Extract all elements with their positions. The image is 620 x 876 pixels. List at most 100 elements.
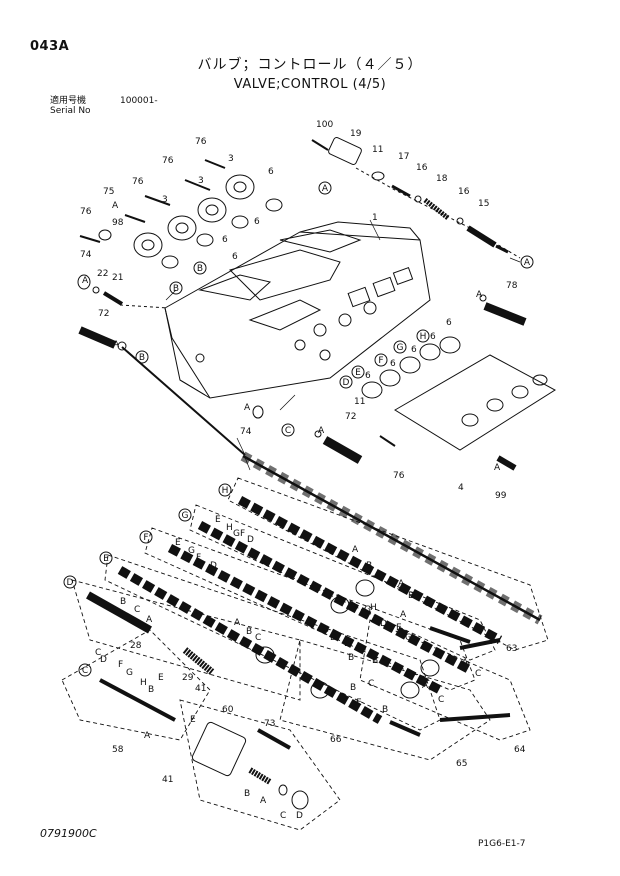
label-a-74: A [82, 276, 89, 286]
label-16b: 16 [458, 187, 470, 197]
label-6h: 6 [390, 359, 396, 369]
label-76f: 76 [393, 471, 405, 481]
label-72b: 72 [345, 412, 356, 422]
label-63: 63 [506, 644, 517, 654]
circle-letter-g-mid: G [397, 343, 404, 353]
label-e-e3: E [356, 698, 362, 708]
label-h-e5: H [370, 603, 377, 613]
label-28: 28 [130, 641, 142, 651]
label-18: 18 [436, 174, 448, 184]
label-76d: 76 [80, 207, 92, 217]
label-c-64: C [475, 669, 481, 679]
left-small-parts [77, 274, 169, 351]
label-e-60: E [190, 715, 196, 725]
spool-assemblies [86, 451, 543, 810]
label-6e: 6 [446, 318, 452, 328]
label-15: 15 [478, 199, 489, 209]
label-1: 1 [372, 213, 378, 223]
label-c-e5: C [405, 633, 411, 643]
label-d-60: D [296, 811, 303, 821]
label-6i: 6 [365, 371, 371, 381]
label-b-d: B [120, 597, 126, 607]
label-f-c: F [118, 660, 123, 670]
label-a-72: A [113, 340, 120, 350]
label-e-c: E [158, 673, 164, 683]
right-side-parts [252, 294, 556, 471]
circle-letter-e-mid: E [355, 368, 361, 378]
label-a-75: A [112, 201, 119, 211]
label-g-f: G [188, 546, 195, 556]
label-a-64: A [462, 658, 469, 668]
footer-drawing-code: 0791900C [40, 827, 97, 840]
label-f-f: F [196, 553, 201, 563]
circle-letter-b-mid: B [173, 284, 179, 294]
label-4: 4 [458, 483, 464, 493]
label-b-h1: B [366, 561, 372, 571]
label-74b: 74 [240, 427, 252, 437]
label-98: 98 [112, 218, 124, 228]
label-a-e1: A [234, 618, 241, 628]
serial-label-english: Serial No [50, 106, 91, 116]
label-3b: 3 [198, 176, 204, 186]
label-78: 78 [506, 281, 518, 291]
label-6d: 6 [232, 252, 238, 262]
label-c-c: C [95, 648, 101, 658]
part-number-labels: 100 19 11 17 16 18 16 15 76 3 76 3 6 76 … [80, 120, 526, 821]
label-d-c: D [100, 655, 107, 665]
circle-letter-c-mid: C [285, 426, 291, 436]
circle-letter-c-spool: C [82, 666, 88, 676]
label-64: 64 [514, 745, 526, 755]
label-75: 75 [103, 187, 114, 197]
label-16a: 16 [416, 163, 428, 173]
label-6b: 6 [254, 217, 260, 227]
valve-body [164, 221, 431, 399]
footer-page-code: P1G6-E1-7 [478, 839, 526, 849]
label-a-c: A [144, 731, 151, 741]
left-flange-parts [79, 159, 283, 269]
label-d-e5: D [380, 619, 387, 629]
label-3a: 3 [228, 154, 234, 164]
title-japanese: バルブ；コントロール（４／５） [197, 57, 423, 73]
label-e-g: E [215, 515, 221, 525]
label-c-e3: C [368, 679, 374, 689]
label-b-e1: B [246, 627, 252, 637]
label-11b: 11 [354, 397, 365, 407]
label-29: 29 [182, 673, 194, 683]
label-h-c: H [140, 678, 147, 688]
label-g-c: G [126, 668, 133, 678]
label-c-60: C [280, 811, 286, 821]
label-c-d: C [134, 605, 140, 615]
label-a-72b: A [318, 426, 325, 436]
circle-letter-d-mid: D [343, 378, 350, 388]
label-e-e5: E [396, 623, 402, 633]
label-a-h3: A [400, 610, 407, 620]
label-19: 19 [350, 129, 362, 139]
label-22: 22 [97, 269, 108, 279]
label-e-f: E [175, 538, 181, 548]
label-b-e4: B [372, 656, 378, 666]
label-d-f: D [210, 561, 217, 571]
label-6c: 6 [222, 235, 228, 245]
label-74a: 74 [80, 250, 92, 260]
circled-letters: A A B B B C D F G H E H G F E D C [63, 181, 534, 677]
label-g-g: G [233, 529, 240, 539]
serial-label-japanese: 適用号機 [50, 96, 87, 106]
label-76c: 76 [132, 177, 144, 187]
circle-letter-a-right: A [524, 258, 531, 268]
label-65: 65 [456, 759, 467, 769]
title-english: VALVE;CONTROL (4/5) [233, 77, 387, 92]
label-21: 21 [112, 273, 123, 283]
circle-letter-b-left: B [139, 353, 145, 363]
label-b-e3: B [350, 683, 356, 693]
circle-letter-g-spool: G [182, 511, 189, 521]
label-66: 66 [330, 735, 342, 745]
circle-letter-e-spool: E [103, 554, 109, 564]
label-41a: 41 [195, 684, 206, 694]
label-h-g: H [226, 523, 233, 533]
circle-letter-a-top: A [322, 184, 329, 194]
label-73: 73 [264, 719, 275, 729]
label-6f: 6 [430, 332, 436, 342]
label-a-78: A [476, 290, 483, 300]
circle-letter-f-mid: F [378, 356, 383, 366]
label-b-e2: B [348, 653, 354, 663]
